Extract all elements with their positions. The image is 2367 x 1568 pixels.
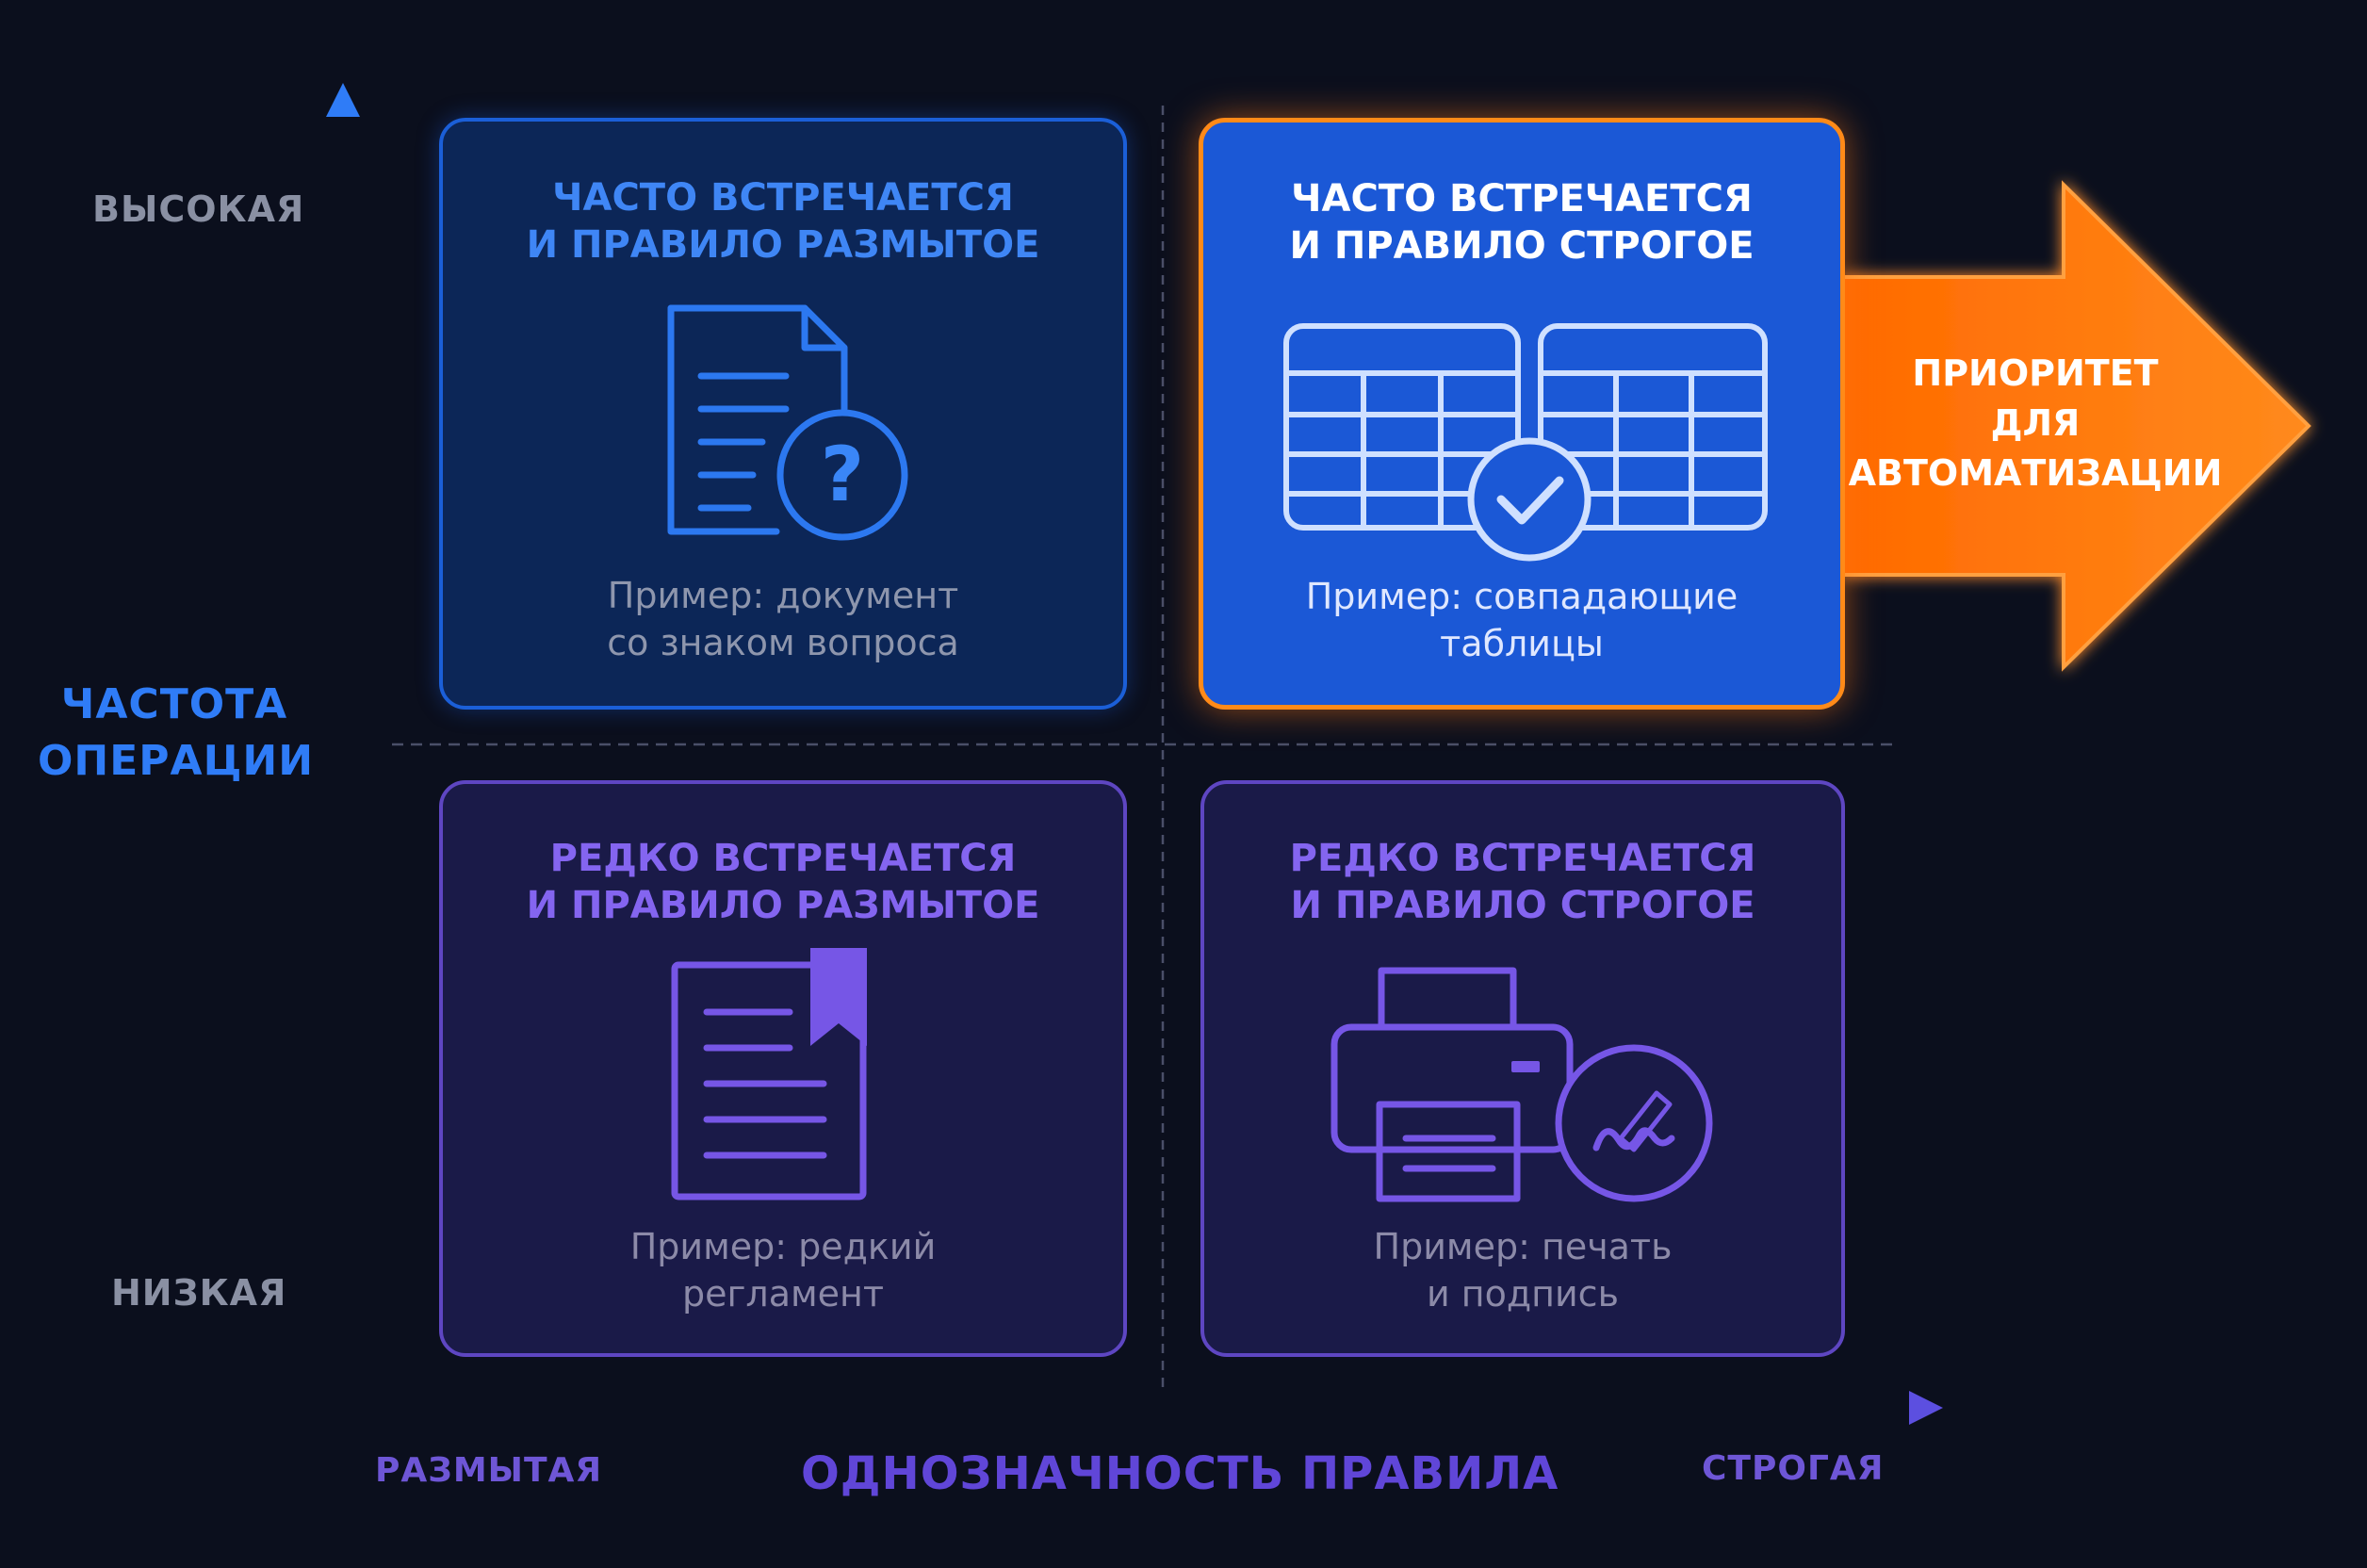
- quadrant-title-line1: ЧАСТО ВСТРЕЧАЕТСЯ: [552, 176, 1014, 220]
- priority-arrow-line2: ДЛЯ: [1990, 402, 2081, 444]
- x-axis-arrowhead: [1909, 1391, 1943, 1425]
- quadrant-title-line1: РЕДКО ВСТРЕЧАЕТСЯ: [549, 837, 1017, 880]
- printer-signature-icon: [1330, 967, 1713, 1202]
- document-question-icon: ?: [667, 304, 908, 541]
- quadrant-title-line2: И ПРАВИЛО РАЗМЫТОЕ: [526, 223, 1040, 267]
- quadrant-example-line1: Пример: печать: [1373, 1226, 1673, 1267]
- quadrant-example-line1: Пример: редкий: [629, 1226, 937, 1267]
- bookmark-icon: [810, 948, 867, 1046]
- quadrant-title-line2: И ПРАВИЛО СТРОГОЕ: [1290, 884, 1755, 927]
- y-axis-title-line1: ЧАСТОТА: [60, 680, 288, 728]
- document-bookmark-icon: [671, 948, 867, 1200]
- quadrant-title: ЧАСТО ВСТРЕЧАЕТСЯ И ПРАВИЛО РАЗМЫТОЕ: [443, 174, 1123, 269]
- y-axis-title-line2: ОПЕРАЦИИ: [38, 737, 315, 785]
- x-axis-high-label: СТРОГАЯ: [1702, 1449, 1885, 1488]
- quadrant-example: Пример: печать и подпись: [1204, 1223, 1841, 1317]
- quadrant-title: ЧАСТО ВСТРЕЧАЕТСЯ И ПРАВИЛО СТРОГОЕ: [1203, 175, 1840, 270]
- quadrant-title-line2: И ПРАВИЛО СТРОГОЕ: [1289, 224, 1755, 268]
- x-axis-title: ОДНОЗНАЧНОСТЬ ПРАВИЛА: [801, 1447, 1559, 1500]
- svg-text:?: ?: [821, 431, 864, 518]
- matching-tables-check-icon: [1283, 323, 1768, 562]
- quadrant-title-line2: И ПРАВИЛО РАЗМЫТОЕ: [526, 884, 1040, 927]
- quadrant-rare-strict: РЕДКО ВСТРЕЧАЕТСЯ И ПРАВИЛО СТРОГОЕ Прим…: [1200, 780, 1845, 1357]
- y-axis-high-label: ВЫСОКАЯ: [92, 188, 305, 230]
- priority-arrow-line3: АВТОМАТИЗАЦИИ: [1848, 452, 2223, 494]
- quadrant-example-line1: Пример: совпадающие: [1305, 576, 1739, 617]
- priority-arrow-label: ПРИОРИТЕТ ДЛЯ АВТОМАТИЗАЦИИ: [1845, 349, 2226, 498]
- quadrant-title: РЕДКО ВСТРЕЧАЕТСЯ И ПРАВИЛО РАЗМЫТОЕ: [443, 835, 1123, 929]
- x-axis-low-label: РАЗМЫТАЯ: [375, 1451, 603, 1490]
- quadrant-example: Пример: совпадающие таблицы: [1203, 573, 1840, 667]
- quadrant-example-line1: Пример: документ: [607, 575, 959, 616]
- priority-arrow: [1841, 180, 2311, 672]
- quadrant-frequent-strict: ЧАСТО ВСТРЕЧАЕТСЯ И ПРАВИЛО СТРОГОЕ: [1199, 118, 1845, 710]
- priority-arrow-line1: ПРИОРИТЕТ: [1912, 352, 2159, 394]
- quadrant-title-line1: РЕДКО ВСТРЕЧАЕТСЯ: [1289, 837, 1756, 880]
- quadrant-example-line2: регламент: [681, 1273, 885, 1315]
- quadrant-example-line2: таблицы: [1440, 623, 1604, 664]
- quadrant-frequent-fuzzy: ЧАСТО ВСТРЕЧАЕТСЯ И ПРАВИЛО РАЗМЫТОЕ ? П…: [439, 118, 1127, 710]
- y-axis-low-label: НИЗКАЯ: [111, 1272, 287, 1314]
- quadrant-example-line2: со знаком вопроса: [607, 622, 959, 663]
- quadrant-rare-fuzzy: РЕДКО ВСТРЕЧАЕТСЯ И ПРАВИЛО РАЗМЫТОЕ При…: [439, 780, 1127, 1357]
- y-axis-arrowhead: [326, 83, 360, 117]
- quadrant-title: РЕДКО ВСТРЕЧАЕТСЯ И ПРАВИЛО СТРОГОЕ: [1204, 835, 1841, 929]
- quadrant-example: Пример: редкий регламент: [443, 1223, 1123, 1317]
- quadrant-example: Пример: документ со знаком вопроса: [443, 572, 1123, 666]
- quadrant-title-line1: ЧАСТО ВСТРЕЧАЕТСЯ: [1291, 177, 1753, 220]
- quadrant-example-line2: и подпись: [1427, 1273, 1619, 1315]
- y-axis-title: ЧАСТОТА ОПЕРАЦИИ: [38, 677, 315, 790]
